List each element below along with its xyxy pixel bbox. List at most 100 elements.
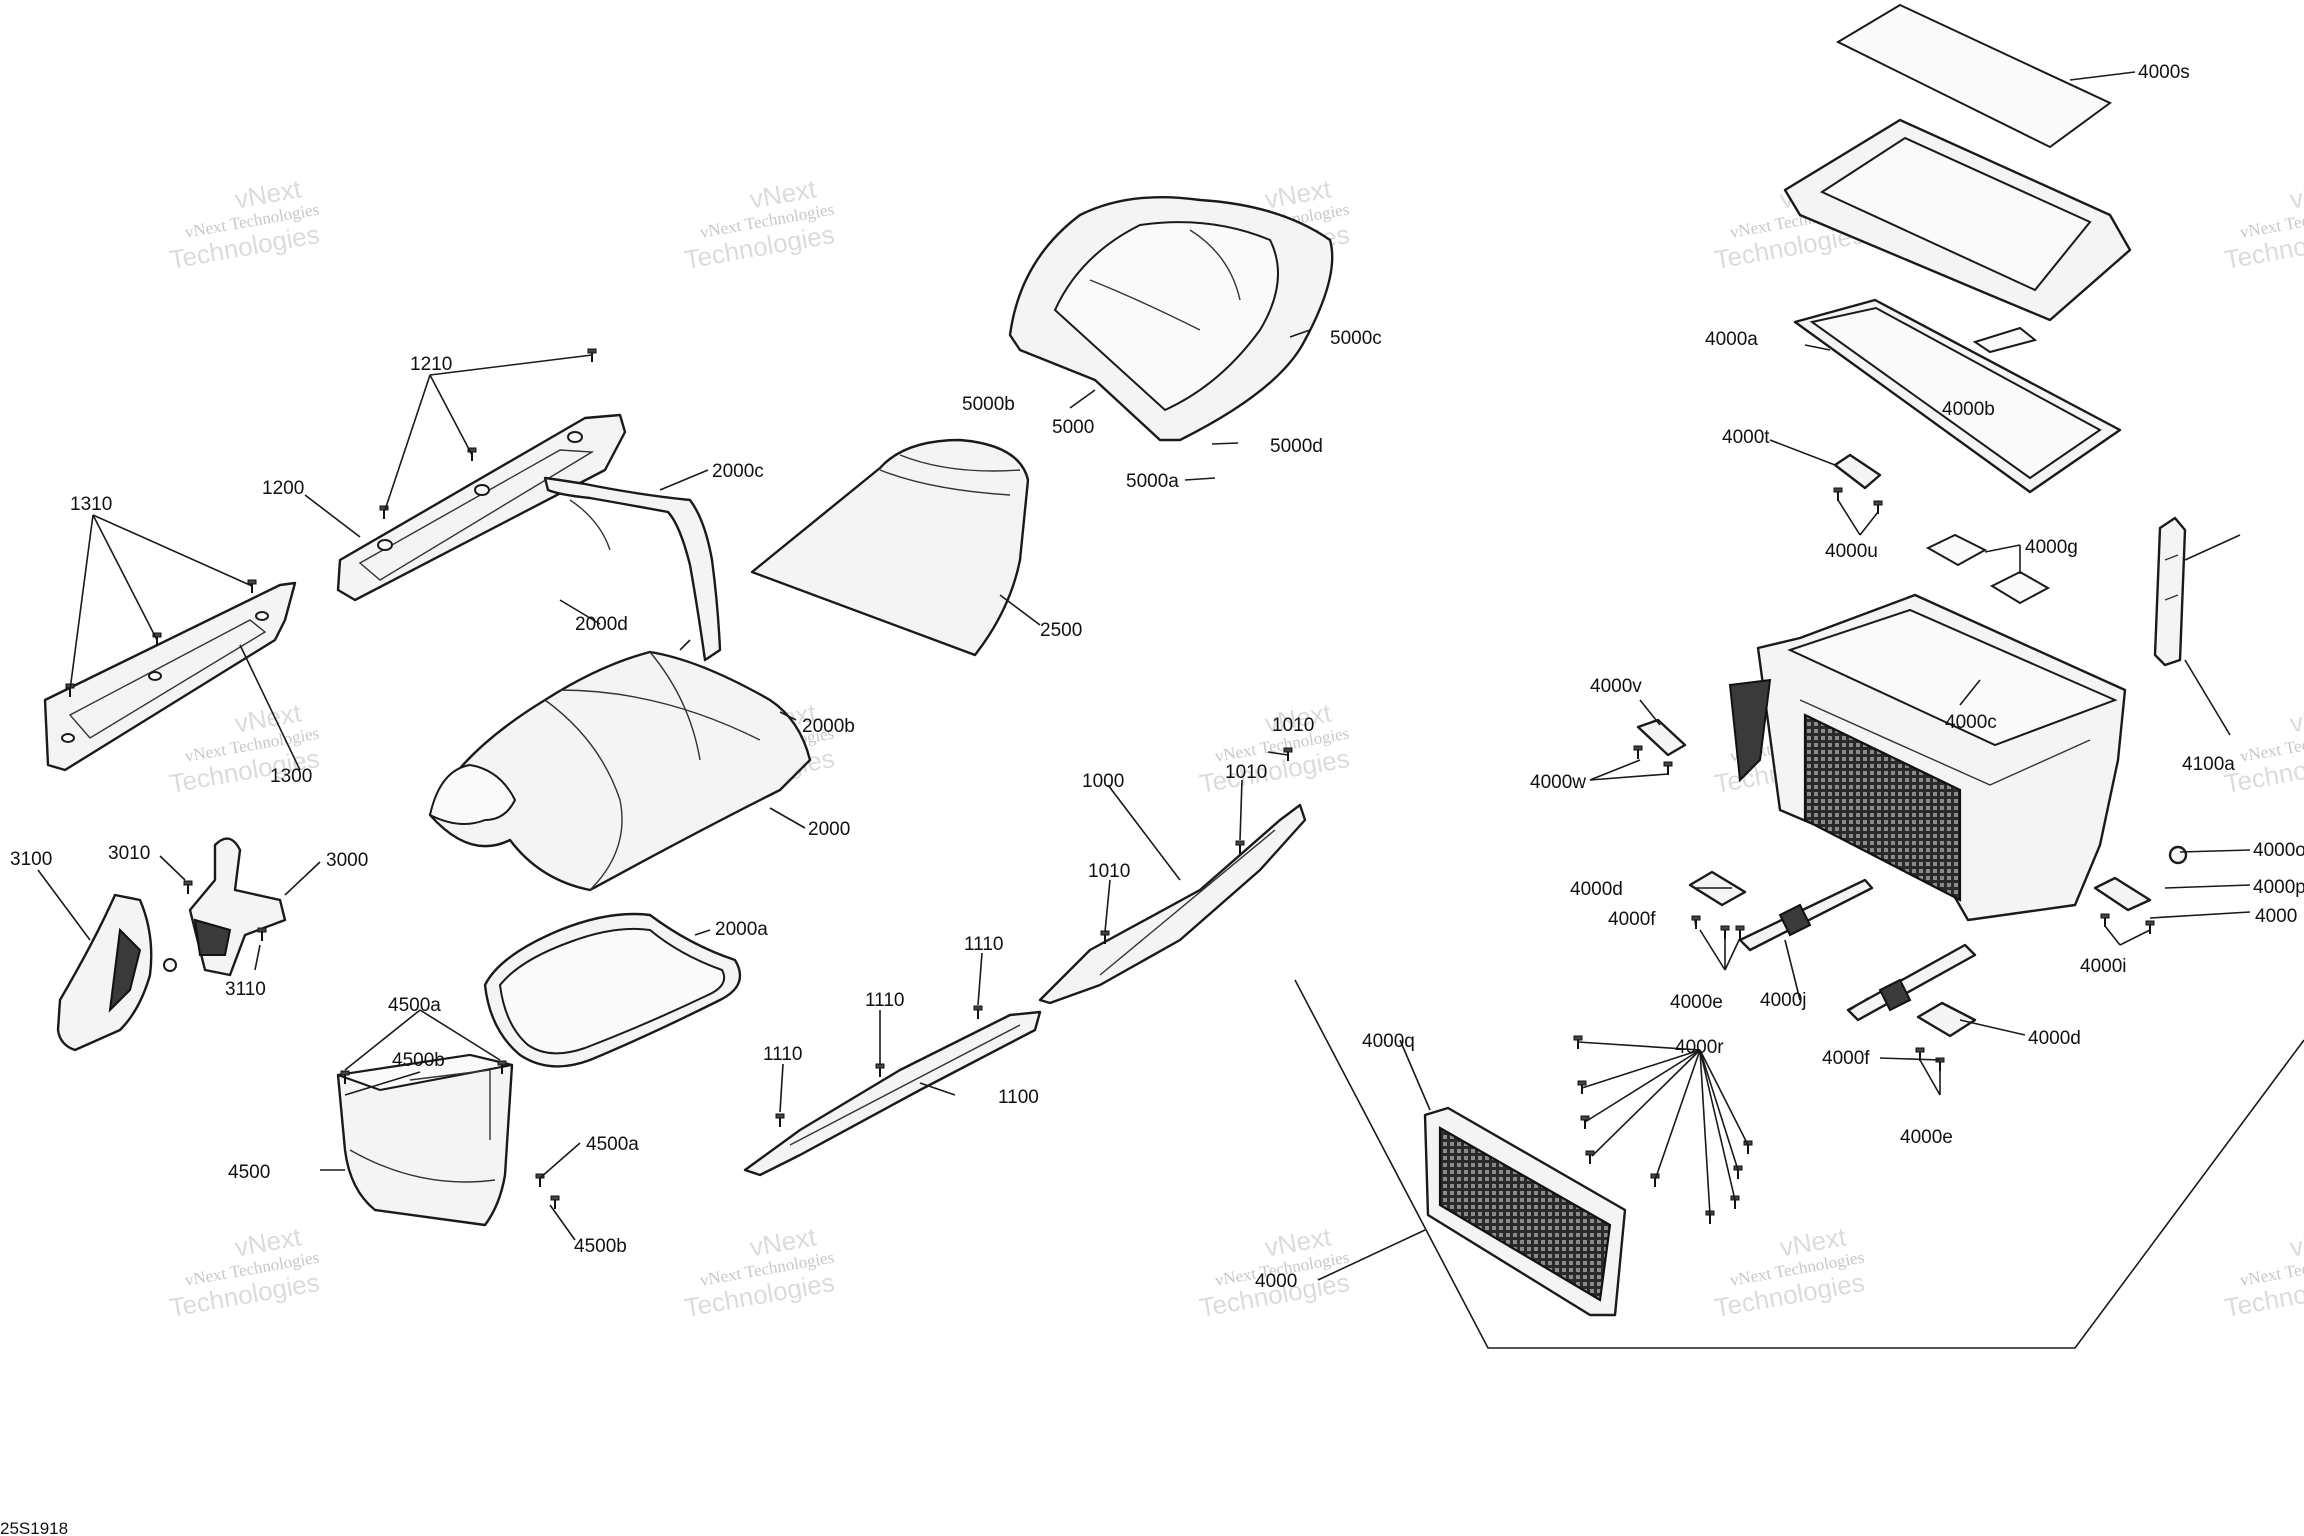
callout-4500a-top[interactable]: 4500a	[388, 995, 441, 1016]
part-4000o-knob[interactable]	[2168, 845, 2188, 865]
callout-4000d-right[interactable]: 4000d	[2028, 1028, 2081, 1049]
callout-1300[interactable]: 1300	[270, 766, 312, 787]
callout-1110-a[interactable]: 1110	[964, 934, 1003, 955]
callout-1200[interactable]: 1200	[262, 478, 304, 499]
callout-4000p[interactable]: 4000p	[2253, 877, 2304, 898]
detail-frame	[1294, 979, 2304, 1349]
callout-4000a[interactable]: 4000a	[1705, 329, 1758, 350]
part-4000j-strap-left[interactable]	[1738, 878, 1874, 952]
part-1300-side-panel[interactable]	[43, 581, 297, 772]
part-4000i-latch[interactable]	[2093, 876, 2152, 912]
part-3100-bracket[interactable]	[56, 893, 153, 1052]
callout-4000t[interactable]: 4000t	[1722, 427, 1770, 448]
part-4000d-hinge-right[interactable]	[1916, 1001, 1977, 1038]
part-2000-seat-base[interactable]	[428, 650, 812, 892]
part-4000s-pad[interactable]	[1835, 3, 2112, 149]
part-4000a-gasket[interactable]	[1793, 298, 2122, 494]
watermark: vNext vNext Technologies Technologies	[167, 1221, 322, 1323]
callout-5000a[interactable]: 5000a	[1126, 471, 1179, 492]
watermark-vnext: vNext	[2288, 697, 2304, 738]
callout-1110-b[interactable]: 1110	[865, 990, 904, 1011]
leader-lines	[37, 71, 2251, 1281]
part-1000-rail[interactable]	[1038, 803, 1307, 1005]
callout-3100[interactable]: 3100	[10, 849, 52, 870]
callout-3110[interactable]: 3110	[225, 979, 266, 1000]
callout-4500a-right[interactable]: 4500a	[586, 1134, 639, 1155]
watermark: vNext vNext Technologies Technologies	[2222, 1221, 2304, 1323]
drawing-reference: 25S1918	[0, 1519, 68, 1536]
callout-1010-low[interactable]: 1010	[1088, 861, 1130, 882]
part-2500-seat-cover[interactable]	[750, 438, 1030, 657]
watermark: vNext vNext Technologies Technologies	[2222, 697, 2304, 799]
watermark: vNext vNext Technologies Technologies	[2222, 173, 2304, 275]
callout-4000o[interactable]: 4000o	[2253, 840, 2304, 861]
part-2000c-rear-bar[interactable]	[543, 476, 722, 662]
callout-2000c[interactable]: 2000c	[712, 461, 764, 482]
callout-1310[interactable]: 1310	[70, 494, 112, 515]
part-4000j-strap-right[interactable]	[1846, 943, 1977, 1022]
callouts: 4000s 4000a 4000b 4000t 4000u 4000g 4000…	[10, 62, 2304, 1292]
part-2000a-gasket[interactable]	[483, 912, 742, 1068]
callout-3000[interactable]: 3000	[326, 850, 368, 871]
callout-4100a[interactable]: 4100a	[2182, 754, 2235, 775]
callout-4000r[interactable]: 4000r	[1675, 1037, 1724, 1058]
part-4000q-grille[interactable]	[1423, 1106, 1627, 1317]
callout-4000c[interactable]: 4000c	[1945, 712, 1997, 733]
callout-4000w[interactable]: 4000w	[1530, 772, 1586, 793]
callout-5000[interactable]: 5000	[1052, 417, 1094, 438]
callout-4000e-left[interactable]: 4000e	[1670, 992, 1723, 1013]
callout-5000d[interactable]: 5000d	[1270, 436, 1323, 457]
callout-5000b[interactable]: 5000b	[962, 394, 1015, 415]
callout-1010-top[interactable]: 1010	[1272, 715, 1314, 736]
callout-4000-right[interactable]: 4000	[2255, 906, 2297, 927]
callout-4000q[interactable]: 4000q	[1362, 1031, 1415, 1052]
callout-2000[interactable]: 2000	[808, 819, 850, 840]
watermark: vNext vNext Technologies Technologies	[167, 173, 322, 275]
callout-4000u[interactable]: 4000u	[1825, 541, 1878, 562]
callout-3010[interactable]: 3010	[108, 843, 150, 864]
callout-1110-c[interactable]: 1110	[763, 1044, 802, 1065]
watermark: vNext vNext Technologies Technologies	[1712, 1221, 1867, 1323]
callout-4000g[interactable]: 4000g	[2025, 537, 2078, 558]
part-4000v-latch[interactable]	[1636, 718, 1687, 757]
callout-1000[interactable]: 1000	[1082, 771, 1124, 792]
part-5000-lid[interactable]	[1008, 195, 1334, 442]
callout-1100[interactable]: 1100	[998, 1087, 1039, 1108]
callout-4000b[interactable]: 4000b	[1942, 399, 1995, 420]
callout-4000f-left[interactable]: 4000f	[1608, 909, 1656, 930]
callout-4500b-right[interactable]: 4500b	[574, 1236, 627, 1257]
callout-4000v[interactable]: 4000v	[1590, 676, 1642, 697]
callout-1010-mid[interactable]: 1010	[1225, 762, 1267, 783]
callout-4000j[interactable]: 4000j	[1760, 990, 1807, 1011]
watermark-vnext: vNext	[2288, 173, 2304, 214]
callout-4000e-right[interactable]: 4000e	[1900, 1127, 1953, 1148]
part-4100a-handle[interactable]	[2153, 516, 2187, 667]
callout-4500b-top[interactable]: 4500b	[392, 1050, 445, 1071]
watermark: vNext vNext Technologies Technologies	[1197, 697, 1352, 799]
callout-1210[interactable]: 1210	[410, 354, 452, 375]
callout-4000d-left[interactable]: 4000d	[1570, 879, 1623, 900]
callout-4000s[interactable]: 4000s	[2138, 62, 2190, 83]
part-3000-bracket[interactable]	[163, 837, 287, 977]
callout-4000-bottom[interactable]: 4000	[1255, 1271, 1297, 1292]
callout-5000c[interactable]: 5000c	[1330, 328, 1382, 349]
part-1100-rail[interactable]	[743, 1010, 1042, 1177]
part-4000-lid-frame[interactable]	[1783, 118, 2132, 322]
callout-2000b[interactable]: 2000b	[802, 716, 855, 737]
callout-2000d[interactable]: 2000d	[575, 614, 628, 635]
callout-4000i[interactable]: 4000i	[2080, 956, 2127, 977]
callout-4000f-right[interactable]: 4000f	[1822, 1048, 1870, 1069]
part-4500-storage-bin[interactable]	[336, 1053, 514, 1227]
part-4000g-labels[interactable]	[1925, 533, 2051, 605]
callout-2000a[interactable]: 2000a	[715, 919, 768, 940]
part-4000t-hinge[interactable]	[1833, 453, 1882, 490]
part-1200-upper-panel[interactable]	[336, 413, 627, 602]
callout-4500[interactable]: 4500	[228, 1162, 270, 1183]
watermark-vnext: vNext	[2288, 1221, 2304, 1262]
watermark: vNext vNext Technologies Technologies	[682, 173, 837, 275]
callout-2500[interactable]: 2500	[1040, 620, 1082, 641]
watermark: vNext vNext Technologies Technologies	[682, 1221, 837, 1323]
part-4000-storage-box[interactable]	[1728, 593, 2127, 922]
